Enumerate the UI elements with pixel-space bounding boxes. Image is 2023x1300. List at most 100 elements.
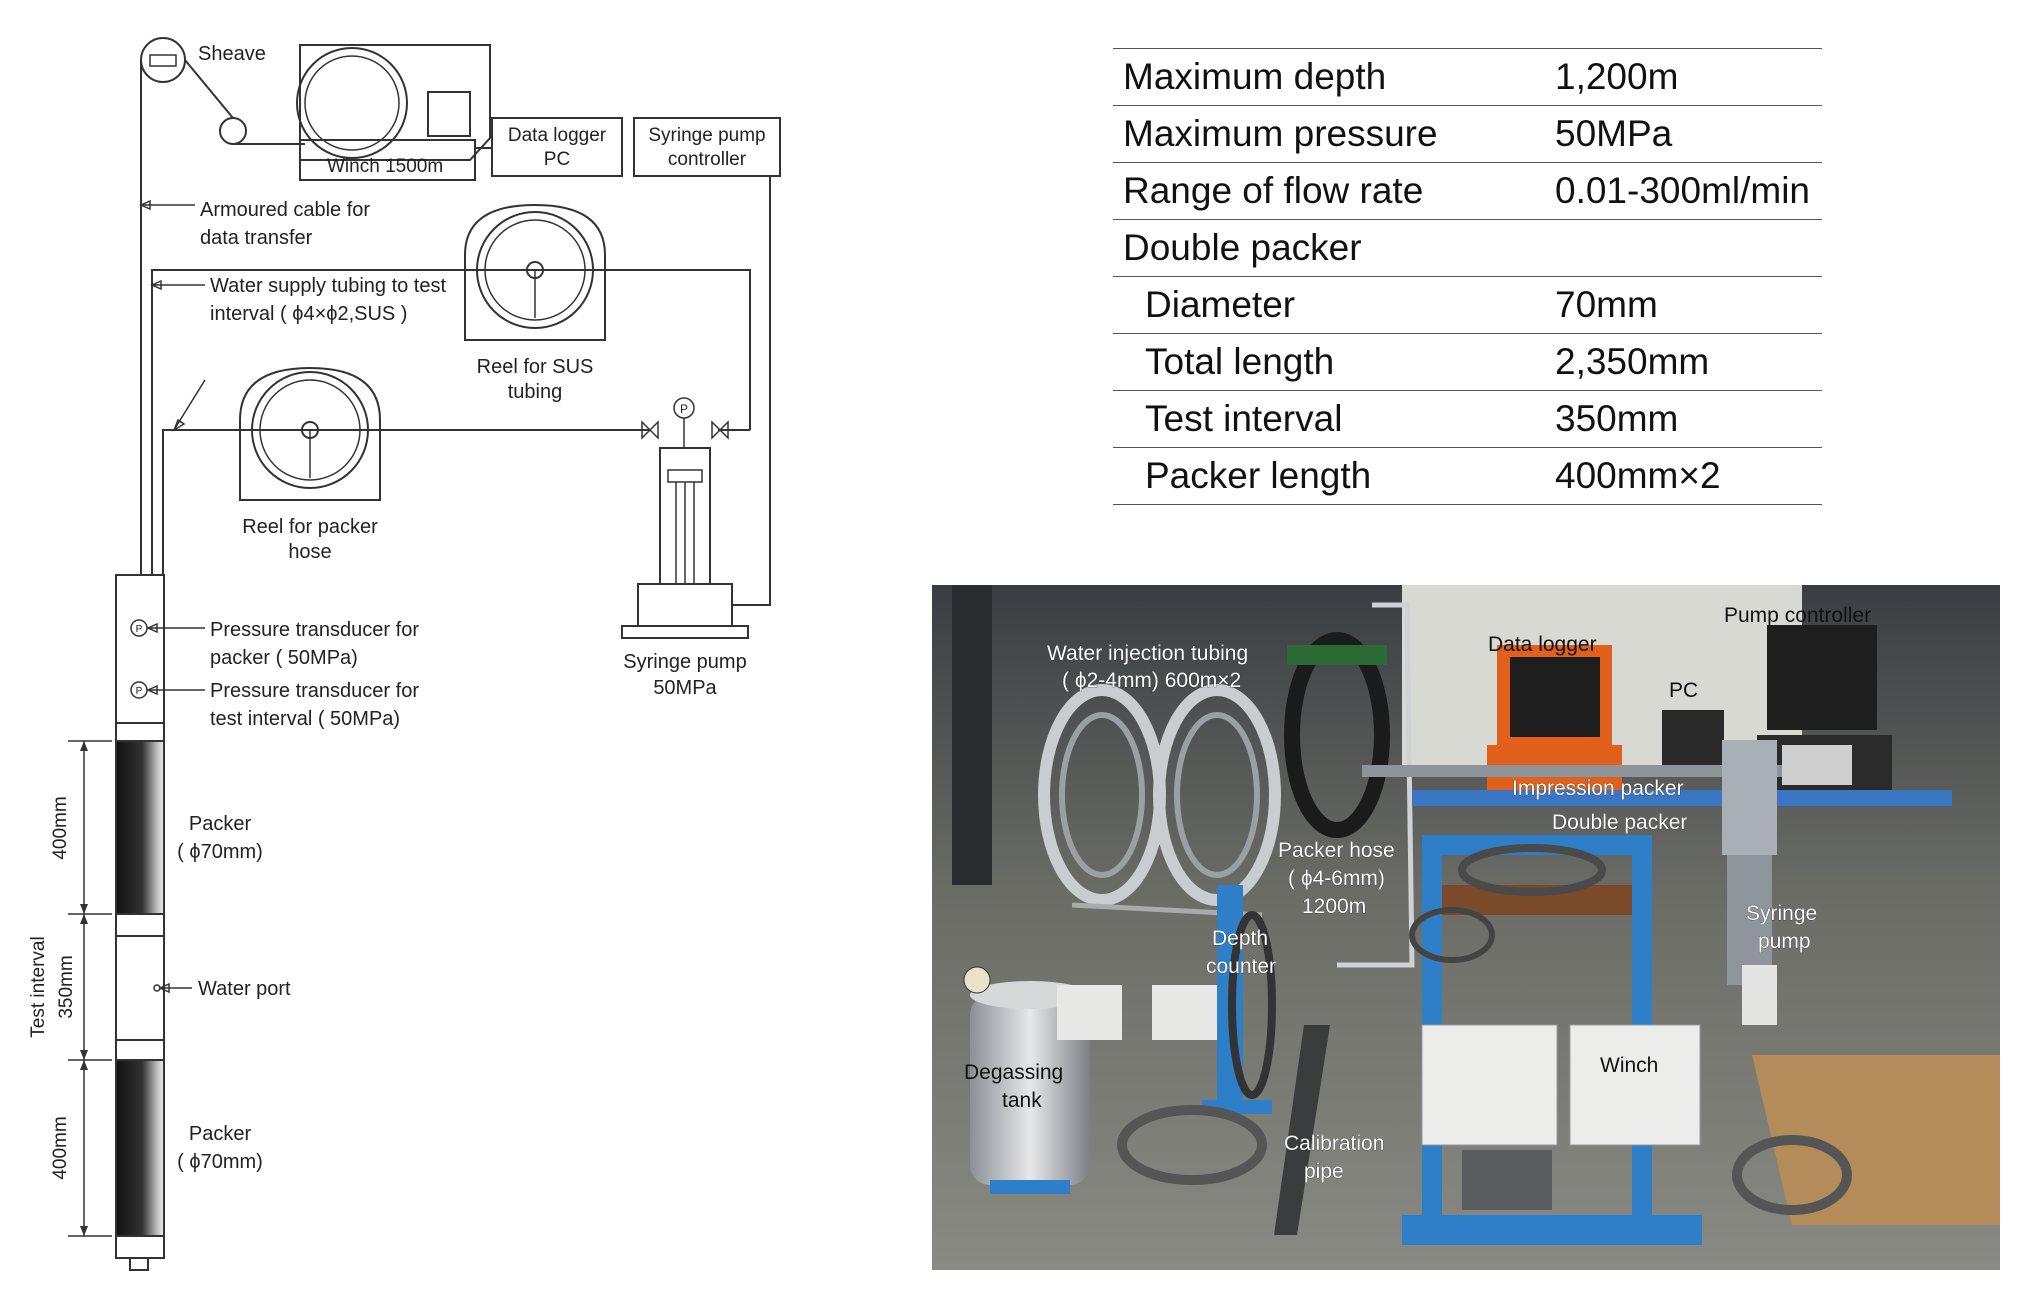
equipment-photo: Water injection tubing ( ϕ2-4mm) 600m×2 …: [932, 585, 2000, 1270]
syringe-controller-label-2: controller: [668, 149, 747, 170]
test-interval-label: Test interval: [28, 936, 49, 1037]
winch-control-box: [1421, 1024, 1558, 1146]
pt-packer-label: Pressure transducer for: [210, 619, 419, 641]
cable-coil-2: [1732, 1135, 1852, 1215]
depth-counter-label: Depth: [1212, 927, 1268, 950]
reel-packer-label-2: hose: [288, 541, 331, 563]
water-injection-label-2: ( ϕ2-4mm) 600m×2: [1062, 669, 1241, 692]
packer-hose-reel: [1284, 602, 1415, 968]
upper-packer-label: Packer: [189, 813, 252, 835]
reel-packer-label: Reel for packer: [242, 516, 378, 538]
pc-photo-label: PC: [1669, 679, 1698, 702]
table-row: Double packer: [1113, 219, 1822, 277]
armoured-cable-label: Armoured cable for: [200, 199, 370, 221]
depth-counter-label-2: counter: [1206, 955, 1276, 978]
pump-controller-photo-label: Pump controller: [1724, 604, 1871, 627]
calibration-pipe-label-2: pipe: [1304, 1160, 1344, 1183]
double-packer-label: Double packer: [1552, 811, 1687, 834]
calibration-pipe: [1274, 1025, 1330, 1235]
syringe-pump-label: Syringe pump: [623, 651, 746, 673]
depth-counter: [1202, 885, 1276, 1114]
spec-value: 400mm×2: [1545, 447, 1822, 505]
packer-hose-label-3: 1200m: [1302, 895, 1366, 918]
valve-right: [711, 420, 729, 440]
impression-packer-label: Impression packer: [1512, 777, 1684, 800]
table-row: Packer length 400mm×2: [1113, 447, 1822, 505]
data-logger-photo-label: Data logger: [1488, 633, 1597, 656]
winch-photo-label: Winch: [1600, 1054, 1658, 1077]
armoured-cable-label-2: data transfer: [200, 227, 313, 249]
spec-label: Double packer: [1113, 219, 1545, 277]
spec-label: Total length: [1113, 333, 1545, 391]
double-packer: [1412, 790, 1952, 806]
laptop-pc: [1662, 710, 1724, 770]
syringe-pump-unit: [1722, 740, 1777, 1025]
spec-label: Maximum depth: [1113, 48, 1545, 106]
table-row: Test interval 350mm: [1113, 390, 1822, 448]
table-row: Diameter 70mm: [1113, 276, 1822, 334]
table-row: Maximum depth 1,200m: [1113, 48, 1822, 106]
sheave-label: Sheave: [198, 43, 266, 65]
pt-packer-label-2: packer ( 50MPa): [210, 647, 358, 669]
spec-label: Diameter: [1113, 276, 1545, 334]
packer-hose-label: Packer hose: [1278, 839, 1395, 862]
table-row: Maximum pressure 50MPa: [1113, 105, 1822, 163]
dim-400-upper: 400mm: [50, 796, 71, 859]
spec-label: Packer length: [1113, 447, 1545, 505]
table-row: Range of flow rate 0.01-300ml/min: [1113, 162, 1822, 220]
spec-label: Range of flow rate: [1113, 162, 1545, 220]
dim-350: 350mm: [56, 955, 77, 1018]
water-supply-tubing-label-2: interval ( ϕ4×ϕ2,SUS ): [210, 303, 407, 325]
test-system-diagram: Sheave Winch 1500m Data logger PC Syring…: [28, 37, 781, 1271]
reel-sus-label-2: tubing: [508, 381, 563, 403]
table-row: Total length 2,350mm: [1113, 333, 1822, 391]
pump-controller-case: [1757, 625, 1892, 805]
lower-packer-diameter: ( ϕ70mm): [177, 1151, 263, 1173]
cardboard-sheet: [1752, 1055, 2000, 1225]
water-port-label: Water port: [198, 978, 291, 1000]
data-logger-box: [491, 117, 623, 177]
gauge-p-label: P: [680, 402, 688, 416]
syringe-controller-box: [633, 117, 781, 177]
winch-label: Winch 1500m: [327, 156, 443, 177]
pt-test-label: Pressure transducer for: [210, 680, 419, 702]
spec-value: 50MPa: [1545, 105, 1822, 163]
pt-test-p: P: [136, 686, 143, 697]
spec-label: Test interval: [1113, 390, 1545, 448]
impression-packer: [1362, 765, 1782, 777]
degassing-tank-label: Degassing: [964, 1061, 1063, 1084]
spec-value: 70mm: [1545, 276, 1822, 334]
pc-label: PC: [544, 149, 570, 170]
lower-packer-label: Packer: [189, 1123, 252, 1145]
pt-test-label-2: test interval ( 50MPa): [210, 708, 400, 730]
pressure-gauge: [673, 397, 695, 419]
data-logger-label: Data logger: [508, 125, 607, 146]
syringe-pump-label-2: 50MPa: [653, 677, 717, 699]
dim-400-lower: 400mm: [50, 1116, 71, 1179]
water-injection-label: Water injection tubing: [1047, 642, 1248, 665]
syringe-pump-photo-label: Syringe: [1746, 902, 1817, 925]
valve-left: [641, 420, 659, 440]
pt-packer-p: P: [136, 624, 143, 635]
syringe-pump-photo-label-2: pump: [1758, 930, 1811, 953]
spec-value: 350mm: [1545, 390, 1822, 448]
reel-packer-hose: [239, 366, 381, 501]
spec-value: [1545, 219, 1822, 277]
steel-column: [952, 585, 992, 885]
syringe-controller-label: Syringe pump: [648, 125, 765, 146]
downhole-probe: [115, 574, 165, 1271]
calibration-pipe-label: Calibration: [1284, 1132, 1384, 1155]
upper-packer-diameter: ( ϕ70mm): [177, 841, 263, 863]
spec-value: 0.01-300ml/min: [1545, 162, 1822, 220]
spec-value: 2,350mm: [1545, 333, 1822, 391]
cable-coil-1: [1117, 1105, 1267, 1185]
control-box-small-1: [1057, 985, 1122, 1040]
spec-table: Maximum depth 1,200m Maximum pressure 50…: [1113, 48, 1822, 505]
spec-value: 1,200m: [1545, 48, 1822, 106]
winch-motor: [1462, 1150, 1552, 1210]
reel-sus-label: Reel for SUS: [477, 356, 594, 378]
winch-panel: [1569, 1024, 1701, 1146]
water-supply-tubing-label: Water supply tubing to test: [210, 275, 446, 297]
control-box-small-2: [1152, 985, 1217, 1040]
packer-hose-label-2: ( ϕ4-6mm): [1288, 867, 1385, 890]
